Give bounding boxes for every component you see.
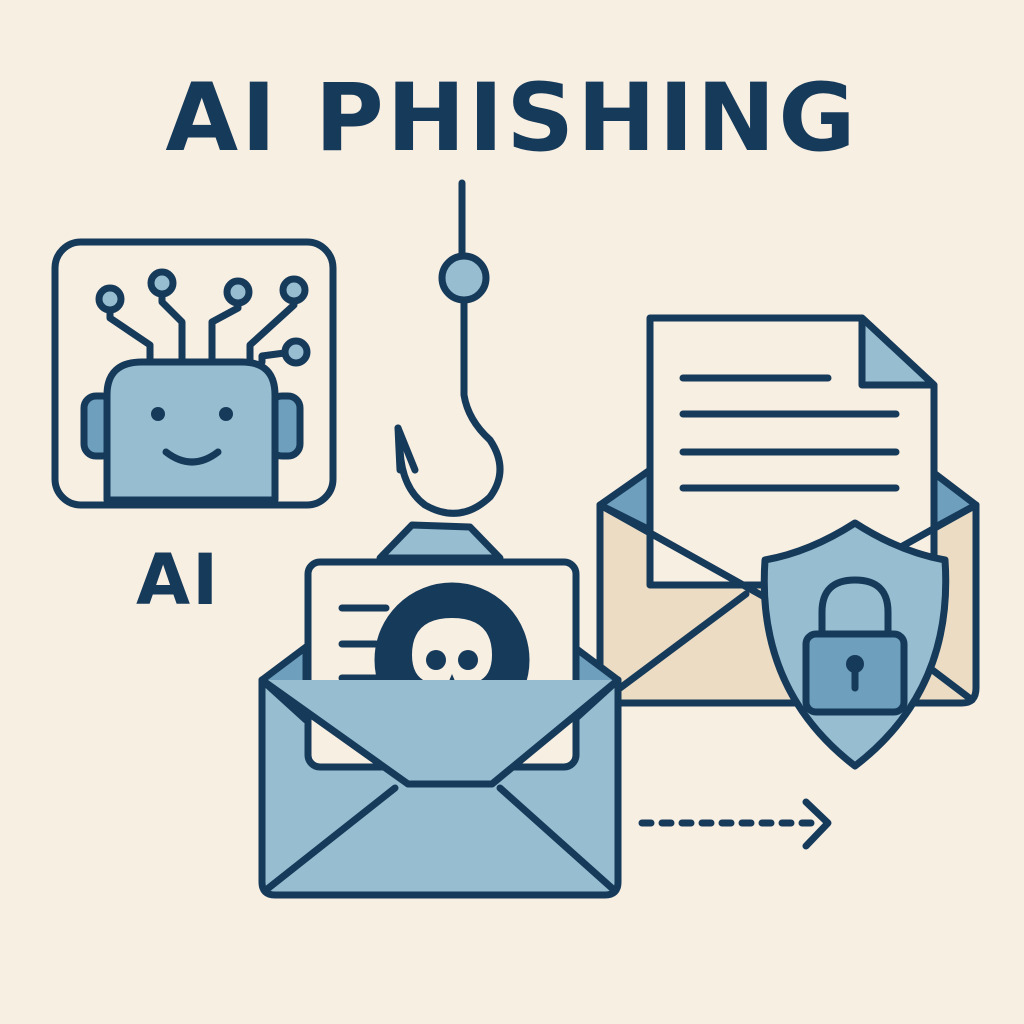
dashed-arrow-icon <box>638 798 832 850</box>
padlock-icon <box>802 576 908 716</box>
ai-label: AI <box>136 539 221 621</box>
page-title: AI PHISHING <box>165 64 859 173</box>
fish-hook-icon <box>394 179 504 517</box>
shield-icon <box>760 519 950 770</box>
robot-icon <box>51 238 337 509</box>
phishing-envelope-icon <box>258 521 622 899</box>
